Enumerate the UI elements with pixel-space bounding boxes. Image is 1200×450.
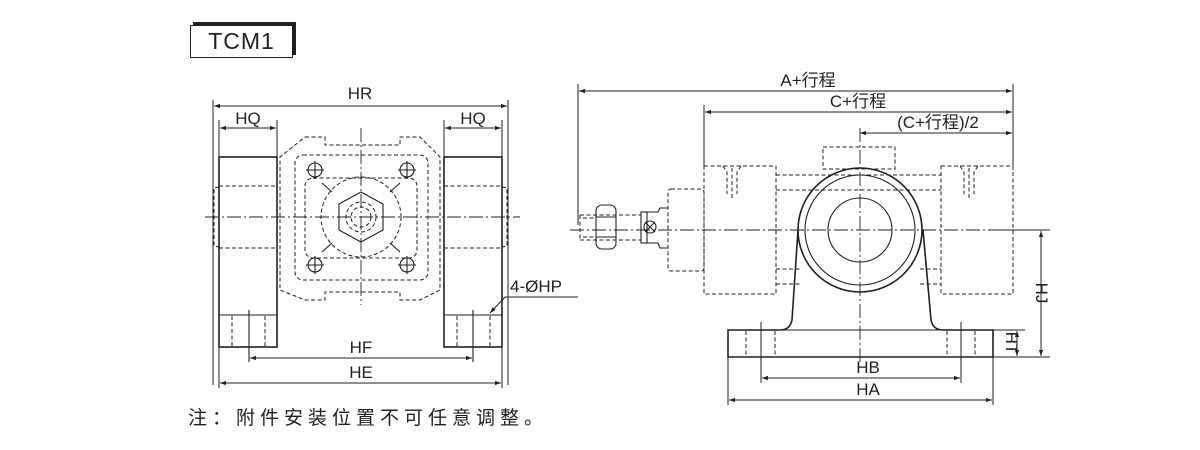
rod-nut xyxy=(595,204,617,250)
side-view: A+行程 C+行程 (C+行程)/2 xyxy=(570,71,1051,405)
model-title: TCM1 xyxy=(208,28,275,54)
mounting-screws xyxy=(306,161,416,274)
he-label: HE xyxy=(349,363,373,382)
cylinder-housing-outline xyxy=(279,136,441,301)
hr-label: HR xyxy=(348,84,373,103)
installation-note: 注：附件安装位置不可任意调整。 xyxy=(188,407,549,429)
pivot-bracket xyxy=(727,229,994,358)
model-title-box: TCM1 xyxy=(190,25,293,58)
hole-label: 4-ØHP xyxy=(510,277,562,296)
left-bracket xyxy=(218,156,278,348)
hq-right-label: HQ xyxy=(460,109,486,128)
half-c-stroke-label: (C+行程)/2 xyxy=(897,113,979,132)
hf-label: HF xyxy=(350,338,373,357)
front-view: HR HQ HQ xyxy=(205,84,578,388)
c-stroke-label: C+行程 xyxy=(830,92,886,111)
hj-label: HJ xyxy=(1032,283,1051,304)
cylinder-front-cover xyxy=(940,165,1014,295)
cylinder-rear-cover xyxy=(703,165,777,295)
hole-leader-line xyxy=(489,296,506,314)
a-stroke-label: A+行程 xyxy=(780,71,835,90)
hq-left-label: HQ xyxy=(235,109,261,128)
hb-label: HB xyxy=(856,358,880,377)
ha-label: HA xyxy=(856,380,880,399)
ht-label: HT xyxy=(1002,332,1021,355)
